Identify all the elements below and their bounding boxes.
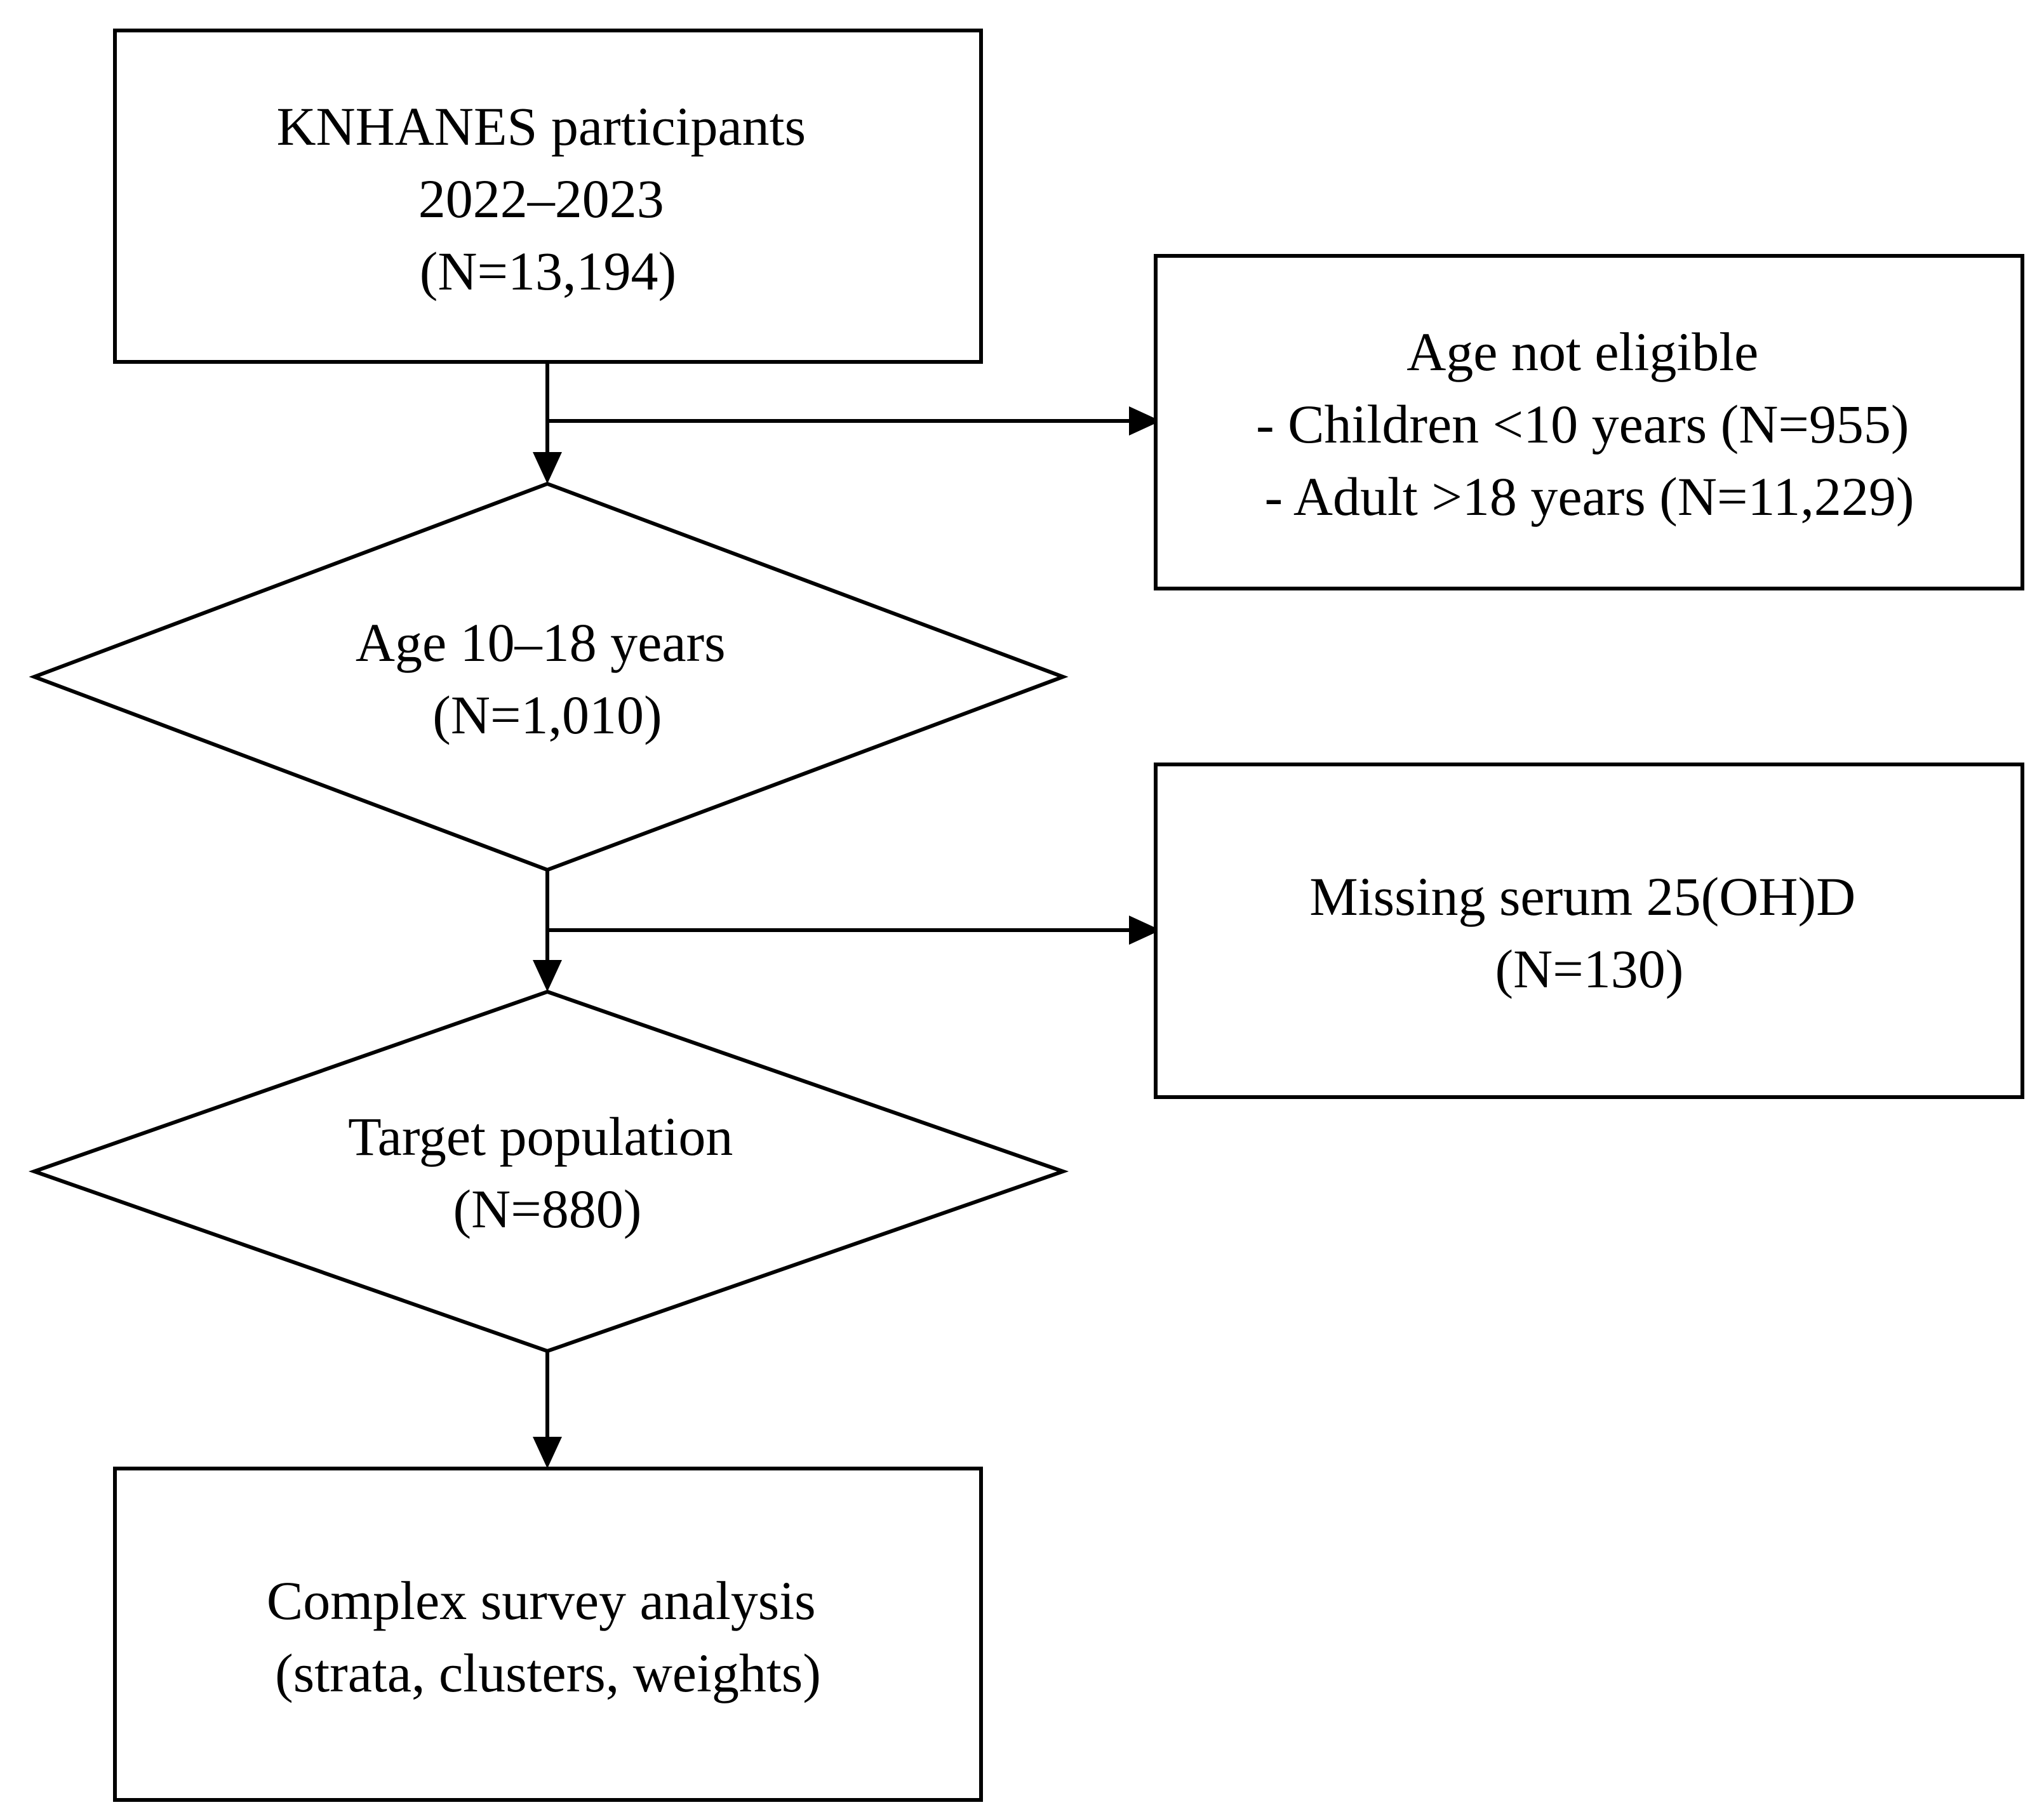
svg-text:Age not eligible - Child: Age not eligible - Children <10 years (N… [1256, 321, 1923, 527]
svg-text:Missing serum 25(OH)D (N: Missing serum 25(OH)D (N=130) [1309, 866, 1869, 999]
complex-survey-line-2: (strata, clusters, weights) [275, 1642, 821, 1703]
node-participants: KNHANES participants 2022–2023 (N=13,194… [113, 29, 983, 364]
participants-line-2: 2022–2023 [418, 168, 664, 229]
age-10-18-diamond [29, 481, 1069, 872]
complex-survey-line-1: Complex survey analysis [267, 1570, 816, 1631]
missing-serum-line-1: Missing serum 25(OH)D [1309, 866, 1855, 927]
node-target-population: Target population (N=880) [28, 989, 1069, 1354]
svg-text:KNHANES participants 202: KNHANES participants 2022–2023 (N=13,194… [276, 96, 819, 302]
target-population-line-1: Target population [348, 1106, 733, 1167]
age-10-18-line-1: Age 10–18 years [356, 612, 726, 673]
node-complex-survey: Complex survey analysis (strata, cluster… [113, 1467, 983, 1802]
svg-text:Target population (N=880: Target population (N=880) [348, 1106, 747, 1239]
participants-line-1: KNHANES participants [276, 96, 806, 157]
participants-line-3: (N=13,194) [420, 241, 676, 302]
target-population-line-2: (N=880) [453, 1178, 642, 1239]
node-age-10-18: Age 10–18 years (N=1,010) [29, 481, 1069, 872]
svg-text:Complex survey analysis: Complex survey analysis (strata, cluster… [267, 1570, 829, 1703]
arrowhead-right-icon [1129, 406, 1161, 436]
age-not-eligible-line-1: Age not eligible [1406, 321, 1758, 382]
svg-text:Age 10–18 years (N=1,010: Age 10–18 years (N=1,010) [356, 612, 739, 745]
node-age-not-eligible: Age not eligible - Children <10 years (N… [1154, 254, 2024, 590]
missing-serum-box [1154, 763, 2024, 1099]
arrowhead-right-icon [1129, 916, 1161, 945]
participants-box [113, 29, 983, 364]
arrowhead-down-icon [533, 1437, 562, 1469]
age-not-eligible-box [1154, 254, 2024, 590]
missing-serum-line-2: (N=130) [1495, 938, 1684, 999]
target-population-diamond [28, 989, 1069, 1354]
arrowhead-down-icon [533, 960, 562, 992]
arrowhead-down-icon [533, 452, 562, 484]
complex-survey-box [113, 1467, 983, 1802]
age-not-eligible-line-2: - Children <10 years (N=955) [1256, 394, 1909, 455]
age-10-18-line-2: (N=1,010) [432, 684, 662, 745]
age-not-eligible-line-3: - Adult >18 years (N=11,229) [1265, 466, 1914, 527]
node-missing-serum: Missing serum 25(OH)D (N=130) [1154, 763, 2024, 1099]
